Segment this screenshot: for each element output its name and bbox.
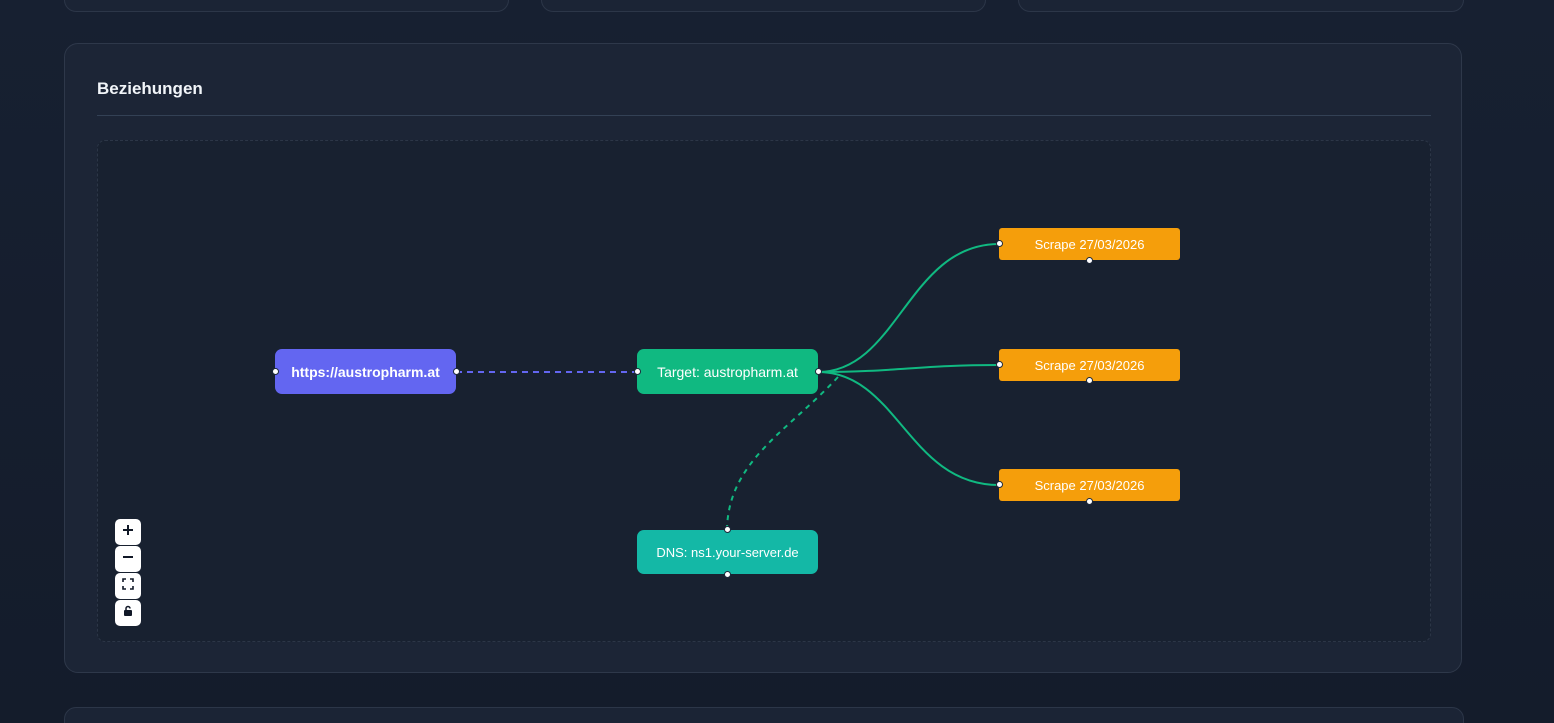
relations-panel: Beziehungen https://austropharm.at Targe…	[64, 43, 1462, 673]
lock-button[interactable]	[115, 600, 141, 626]
fit-view-icon	[122, 578, 134, 594]
lock-icon	[122, 605, 134, 621]
handle-target-right[interactable]	[815, 368, 822, 375]
top-card-1	[64, 0, 509, 12]
edge-target-scrape-3[interactable]	[817, 371, 1000, 486]
handle-scrape-3-bottom[interactable]	[1086, 498, 1093, 505]
graph-controls	[115, 519, 141, 626]
handle-target-left[interactable]	[634, 368, 641, 375]
handle-scrape-3-left[interactable]	[996, 481, 1003, 488]
node-target-label: Target: austropharm.at	[657, 363, 798, 380]
node-dns[interactable]: DNS: ns1.your-server.de	[637, 530, 818, 574]
node-scrape-2[interactable]: Scrape 27/03/2026	[999, 349, 1180, 381]
minus-icon	[122, 551, 134, 567]
zoom-in-button[interactable]	[115, 519, 141, 545]
node-target[interactable]: Target: austropharm.at	[637, 349, 818, 394]
bottom-card	[64, 707, 1464, 723]
node-scrape-1-label: Scrape 27/03/2026	[1034, 236, 1145, 252]
handle-scrape-1-bottom[interactable]	[1086, 257, 1093, 264]
handle-scrape-2-left[interactable]	[996, 361, 1003, 368]
top-card-2	[541, 0, 986, 12]
handle-scrape-2-bottom[interactable]	[1086, 377, 1093, 384]
handle-url-right[interactable]	[453, 368, 460, 375]
handle-scrape-1-left[interactable]	[996, 240, 1003, 247]
fit-view-button[interactable]	[115, 573, 141, 599]
node-url-label: https://austropharm.at	[291, 363, 440, 380]
node-scrape-2-label: Scrape 27/03/2026	[1034, 357, 1145, 373]
plus-icon	[122, 524, 134, 540]
handle-url-left[interactable]	[272, 368, 279, 375]
top-card-3	[1018, 0, 1464, 12]
node-scrape-3[interactable]: Scrape 27/03/2026	[999, 469, 1180, 501]
handle-dns-bottom[interactable]	[724, 571, 731, 578]
node-url[interactable]: https://austropharm.at	[275, 349, 456, 394]
zoom-out-button[interactable]	[115, 546, 141, 572]
relationship-graph-canvas[interactable]: https://austropharm.at Target: austropha…	[97, 140, 1431, 642]
node-scrape-1[interactable]: Scrape 27/03/2026	[999, 228, 1180, 260]
edge-target-scrape-1[interactable]	[817, 243, 1000, 373]
panel-divider	[97, 115, 1431, 116]
node-scrape-3-label: Scrape 27/03/2026	[1034, 477, 1145, 493]
graph-edges	[456, 243, 1000, 531]
handle-dns-top[interactable]	[724, 526, 731, 533]
edge-target-dns[interactable]	[726, 376, 839, 531]
node-dns-label: DNS: ns1.your-server.de	[656, 544, 799, 560]
panel-title: Beziehungen	[97, 79, 203, 98]
edge-target-scrape-2[interactable]	[817, 364, 1000, 373]
